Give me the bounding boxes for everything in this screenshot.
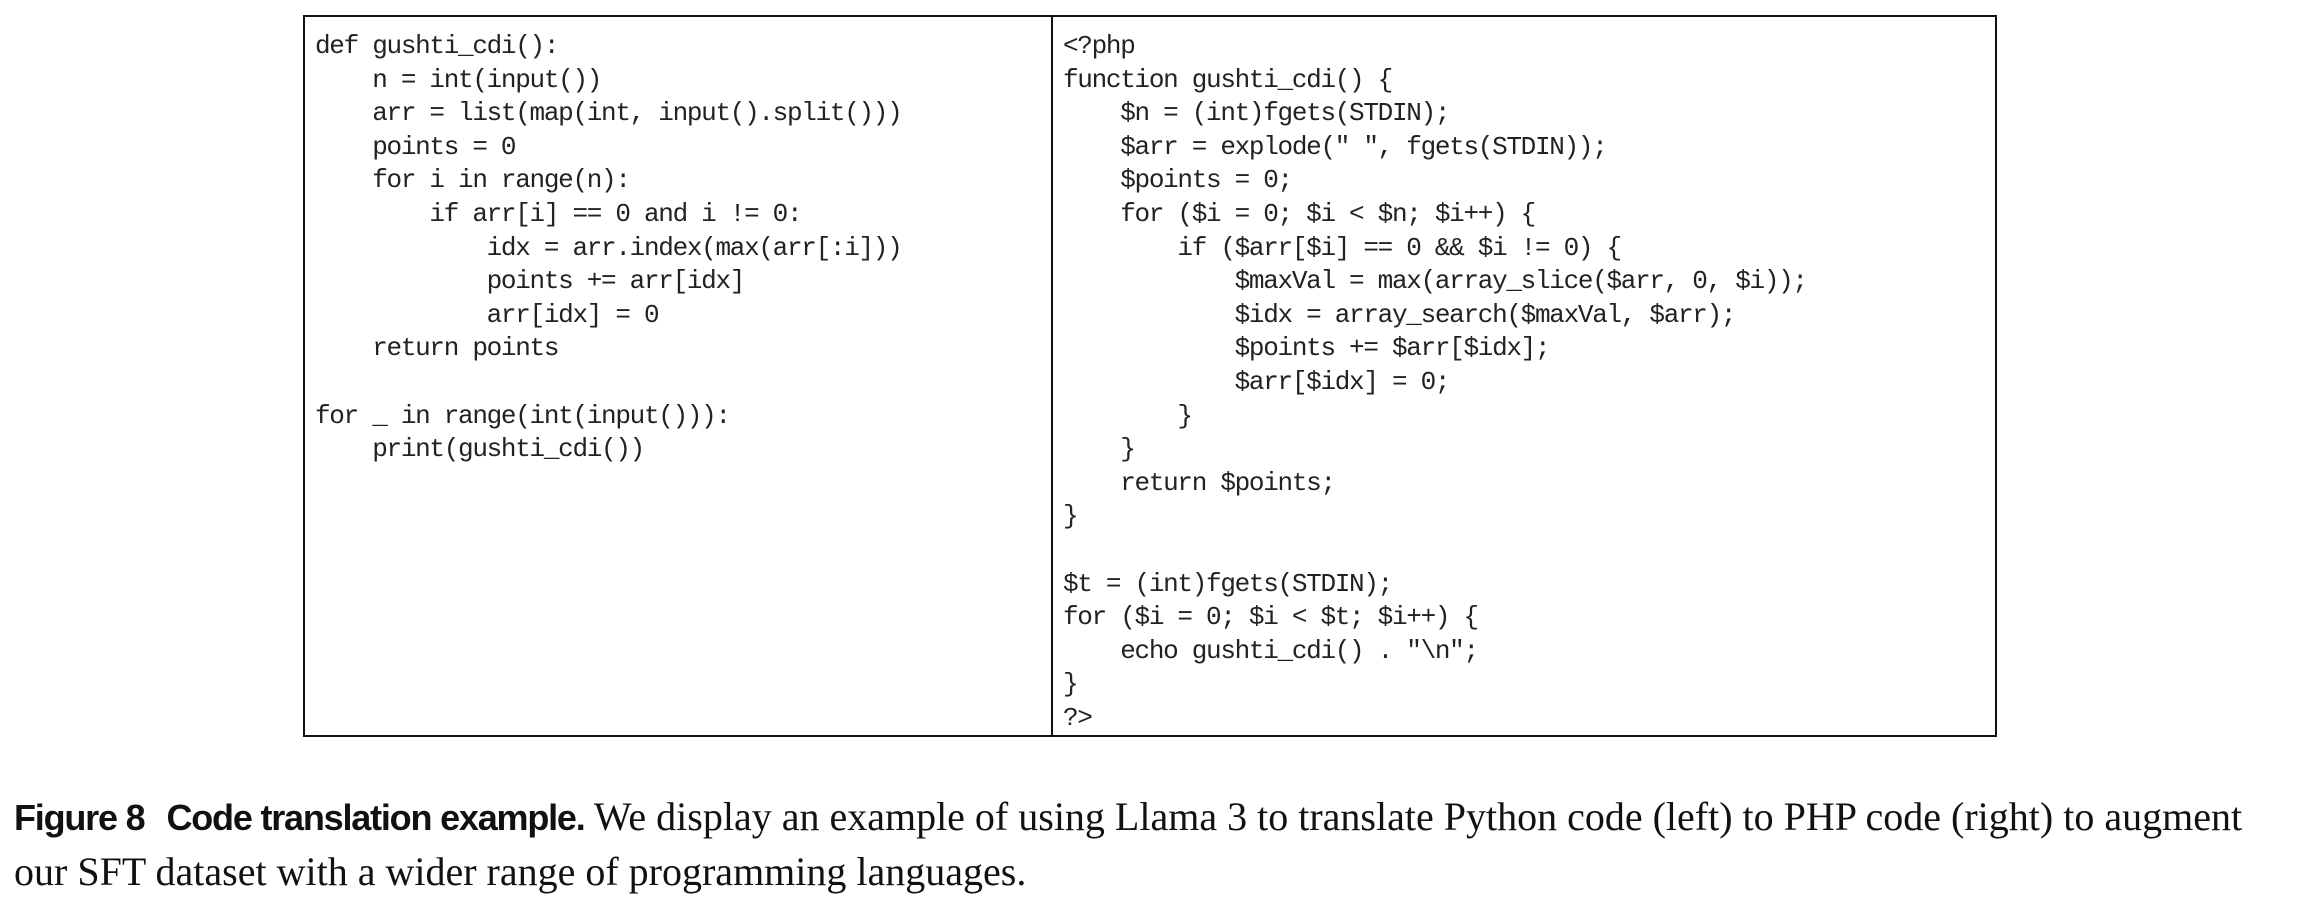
php-code-line: echo gushti_cdi() . "\n"; [1063, 635, 1479, 666]
python-code-line: for i in range(n): [315, 165, 631, 196]
php-code-line: $idx = array_search($maxVal, $arr); [1063, 299, 1737, 330]
python-code-line: idx = arr.index(max(arr[:i])) [315, 232, 903, 263]
python-code-line: if arr[i] == 0 and i != 0: [315, 198, 802, 229]
php-code-line: $arr[$idx] = 0; [1063, 366, 1451, 397]
code-figure: def gushti_cdi(): n = int(input()) arr =… [303, 15, 1997, 737]
php-code-line: $points += $arr[$idx]; [1063, 333, 1551, 364]
php-code-line: ?> [1063, 702, 1093, 733]
caption-text: We display an example of using Llama 3 t… [14, 794, 2243, 894]
figure-caption: Figure 8 Code translation example. We dis… [14, 790, 2294, 899]
python-code-line: arr[idx] = 0 [315, 299, 660, 330]
python-code-panel: def gushti_cdi(): n = int(input()) arr =… [305, 17, 1053, 735]
php-code-line: } [1063, 434, 1136, 465]
php-code-line [1063, 534, 1995, 568]
python-code-line: arr = list(map(int, input().split())) [315, 98, 903, 129]
php-code-line: return $points; [1063, 467, 1336, 498]
python-code-line: for _ in range(int(input())): [315, 400, 731, 431]
php-code-line: $n = (int)fgets(STDIN); [1063, 98, 1450, 129]
php-code-line: } [1063, 501, 1079, 532]
caption-title: Code translation example. [166, 797, 585, 838]
python-code-line: points += arr[idx] [315, 266, 746, 297]
php-code-line: function gushti_cdi() { [1063, 64, 1393, 95]
php-code-line: $arr = explode(" ", fgets(STDIN)); [1063, 131, 1608, 162]
python-code-line: points = 0 [315, 131, 516, 162]
php-code-line: <?php [1063, 31, 1136, 61]
php-code-line: $points = 0; [1063, 165, 1293, 196]
php-code-line: if ($arr[$i] == 0 && $i != 0) { [1063, 232, 1622, 263]
python-code-line [315, 366, 1051, 400]
php-code-line: for ($i = 0; $i < $t; $i++) { [1063, 602, 1479, 633]
figure-label: Figure 8 [14, 797, 146, 838]
php-code-line: $maxVal = max(array_slice($arr, 0, $i)); [1063, 266, 1808, 297]
php-code-line: $t = (int)fgets(STDIN); [1063, 568, 1393, 599]
python-code-line: def gushti_cdi(): [315, 31, 559, 61]
php-code-line: } [1063, 669, 1079, 700]
php-code-line: } [1063, 400, 1193, 431]
python-code-line: return points [315, 333, 559, 364]
python-code-line: n = int(input()) [315, 64, 602, 95]
python-code-line: print(gushti_cdi()) [315, 434, 645, 465]
php-code-line: for ($i = 0; $i < $n; $i++) { [1063, 198, 1536, 229]
